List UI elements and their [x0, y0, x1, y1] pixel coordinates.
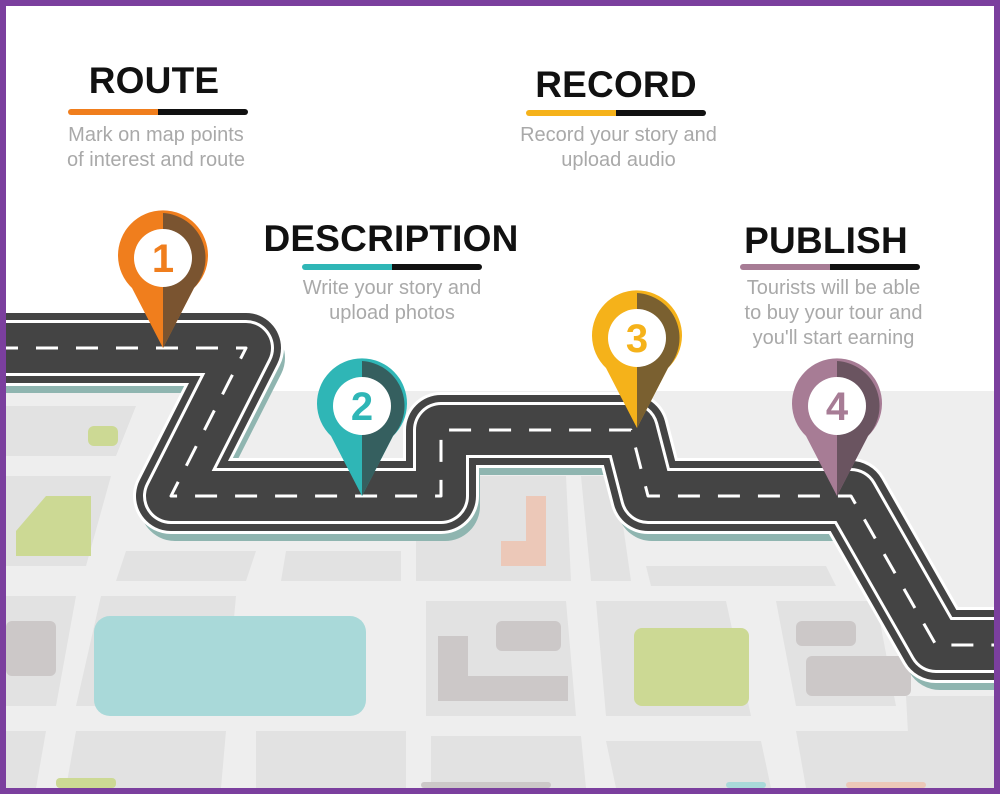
step-title-description: DESCRIPTION	[263, 218, 519, 259]
underline-accent	[740, 264, 830, 270]
map-building	[438, 636, 568, 701]
map-block	[606, 741, 771, 788]
map-building	[6, 621, 56, 676]
map-park	[634, 628, 749, 706]
desc-line: Mark on map points	[68, 124, 244, 146]
pin-number: 2	[351, 385, 373, 429]
desc-line: upload audio	[561, 149, 676, 171]
pin-number: 1	[152, 237, 174, 281]
underline-dark	[830, 264, 920, 270]
desc-line: to buy your tour and	[744, 302, 923, 324]
pin-4: 4	[792, 358, 882, 496]
map-building	[806, 656, 911, 696]
step-desc-record: Record your story and upload audio	[506, 123, 731, 173]
map-park	[88, 426, 118, 446]
pin-badge	[808, 377, 866, 435]
step-desc-description: Write your story and upload photos	[282, 276, 502, 326]
step-title-record: RECORD	[535, 64, 697, 105]
underline-accent	[302, 264, 392, 270]
step-title-publish: PUBLISH	[744, 220, 908, 261]
underline-dark	[158, 109, 248, 115]
pin-badge	[134, 229, 192, 287]
pin-badge	[333, 377, 391, 435]
step-desc-publish: Tourists will be able to buy your tour a…	[721, 276, 946, 351]
map-block	[646, 566, 836, 586]
map-building	[421, 782, 551, 788]
pin-number: 4	[826, 385, 849, 429]
map-lake	[94, 616, 366, 716]
road-center-dashes	[6, 346, 994, 647]
map-building	[496, 621, 561, 651]
map-block	[281, 551, 401, 581]
map-scene: 1 2 3 4	[6, 210, 994, 788]
step-underline-description	[302, 264, 482, 270]
desc-line: of interest and route	[67, 149, 245, 171]
pin-2: 2	[317, 358, 407, 496]
map-block	[906, 696, 994, 788]
desc-line: Write your story and	[302, 277, 482, 299]
pin-1: 1	[118, 210, 209, 348]
underline-dark	[616, 110, 706, 116]
step-underline-route	[68, 109, 248, 115]
pin-badge	[608, 309, 666, 367]
desc-line: you'll start earning	[752, 327, 915, 349]
road	[6, 310, 994, 690]
map-block	[256, 731, 406, 788]
step-desc-route: Mark on map points of interest and route	[46, 123, 266, 173]
pin-3: 3	[592, 290, 682, 428]
map-building	[726, 782, 766, 788]
desc-line: upload photos	[329, 302, 455, 324]
map-block	[66, 731, 226, 788]
map-plaza	[501, 496, 546, 566]
step-title-route: ROUTE	[88, 60, 220, 101]
map-building	[796, 621, 856, 646]
underline-dark	[392, 264, 482, 270]
underline-accent	[526, 110, 616, 116]
map-block	[431, 736, 586, 788]
map-park	[56, 778, 116, 788]
step-underline-record	[526, 110, 706, 116]
pin-number: 3	[626, 317, 648, 361]
desc-line: Record your story and	[520, 124, 717, 146]
map-block	[116, 551, 256, 581]
map-plaza	[846, 782, 926, 788]
underline-accent	[68, 109, 158, 115]
map-block	[6, 731, 46, 788]
map-park	[16, 496, 91, 556]
desc-line: Tourists will be able	[746, 277, 921, 299]
step-underline-publish	[740, 264, 920, 270]
